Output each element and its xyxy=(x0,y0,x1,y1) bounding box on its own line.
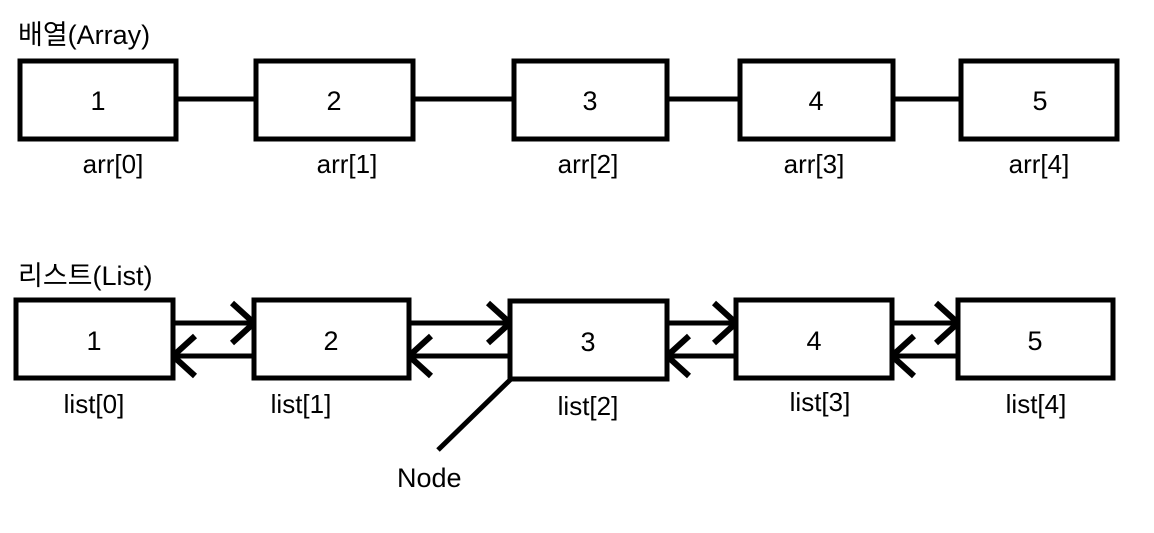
array-box-value-1: 2 xyxy=(326,86,341,116)
list-box-0 xyxy=(13,297,176,381)
array-box-label-1: arr[1] xyxy=(317,149,378,179)
array-box-label-4: arr[4] xyxy=(1009,149,1070,179)
array-row: 1 2 3 4 5 arr[0] arr[1] arr[2] arr[3] ar… xyxy=(17,58,1120,179)
list-box-value-2: 3 xyxy=(580,327,595,357)
array-box-0 xyxy=(17,58,179,142)
list-box-value-4: 5 xyxy=(1027,326,1042,356)
list-box-3 xyxy=(733,297,895,381)
list-box-value-0: 1 xyxy=(86,326,101,356)
list-row: 1 2 3 4 5 list[0] list[1] list[2] list[3… xyxy=(13,297,1116,421)
list-box-4 xyxy=(955,297,1116,381)
array-section-title: 배열(Array) xyxy=(18,20,150,50)
array-box-3 xyxy=(737,58,896,142)
list-box-label-4: list[4] xyxy=(1006,389,1067,419)
node-callout-line xyxy=(436,377,513,452)
array-box-1 xyxy=(253,58,416,142)
array-box-label-3: arr[3] xyxy=(784,149,845,179)
array-box-2 xyxy=(511,58,670,142)
list-box-label-3: list[3] xyxy=(790,387,851,417)
array-box-value-4: 5 xyxy=(1032,86,1047,116)
list-section-title: 리스트(List) xyxy=(18,261,153,291)
array-box-label-2: arr[2] xyxy=(558,149,619,179)
array-box-4 xyxy=(958,58,1120,142)
list-box-label-0: list[0] xyxy=(64,389,125,419)
array-box-label-0: arr[0] xyxy=(83,149,144,179)
list-box-value-1: 2 xyxy=(323,326,338,356)
array-box-value-0: 1 xyxy=(90,86,105,116)
array-box-value-2: 3 xyxy=(582,86,597,116)
list-box-label-1: list[1] xyxy=(271,389,332,419)
list-box-value-3: 4 xyxy=(806,326,821,356)
node-callout-label: Node xyxy=(397,463,462,493)
list-box-1 xyxy=(251,297,412,381)
list-box-label-2: list[2] xyxy=(558,391,619,421)
array-box-value-3: 4 xyxy=(808,86,823,116)
list-box-2 xyxy=(507,298,670,382)
